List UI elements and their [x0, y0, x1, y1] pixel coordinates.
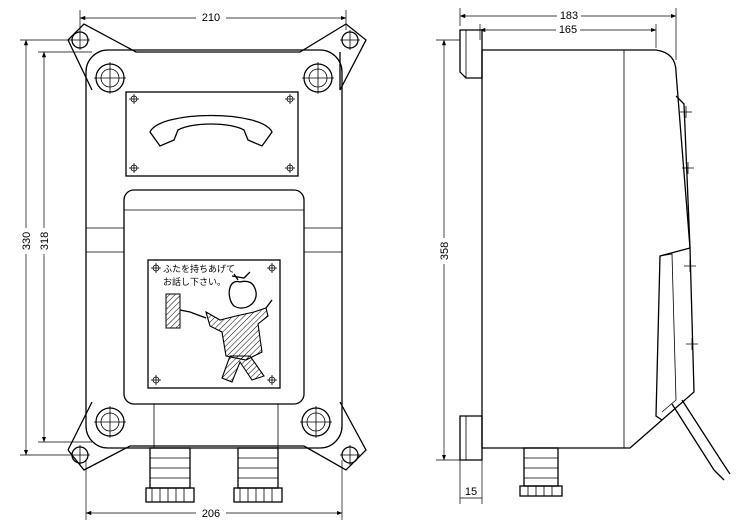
body-screw-top-left [94, 62, 126, 94]
dim-text-206: 206 [202, 508, 220, 520]
flange-hole-bottom-right [340, 445, 360, 465]
dim-text-165: 165 [559, 24, 577, 36]
dimension-front-width-top: 210 [79, 10, 347, 30]
flange-hole-top-left [70, 30, 90, 50]
person-pictogram-icon [165, 271, 273, 383]
body-screw-bottom-right [300, 406, 332, 438]
dim-text-210: 210 [202, 12, 220, 24]
side-housing-outline [481, 49, 695, 449]
side-flange-top [459, 29, 483, 79]
label-screws [151, 263, 277, 385]
cable-gland-right [233, 447, 283, 503]
side-cover-inner [659, 253, 677, 413]
dim-text-15: 15 [465, 486, 477, 498]
side-cable-gland [519, 447, 563, 497]
handset-plate [125, 91, 299, 177]
side-hinge-screws [680, 106, 698, 350]
dimension-front-height-inner: 318 [34, 51, 92, 443]
side-view: 183 165 358 15 [434, 8, 731, 504]
flange-hole-top-right [340, 30, 360, 50]
dimension-side-depth-total: 183 [459, 8, 677, 60]
side-cover-profile [655, 95, 691, 421]
instruction-label [147, 259, 281, 389]
dim-text-358: 358 [439, 242, 451, 260]
mounting-flange-top [67, 23, 367, 91]
dim-text-330: 330 [21, 232, 33, 250]
label-text-line2: お話し下さい。 [163, 276, 226, 288]
side-flange-bottom [459, 415, 483, 461]
dimension-front-height-outer: 330 [16, 39, 70, 456]
dimension-front-width-bottom: 206 [85, 460, 343, 520]
telephone-handset-icon [149, 114, 273, 147]
dimension-side-depth-body: 165 [479, 22, 657, 48]
handset-cover [123, 189, 305, 405]
flange-hole-bottom-left [70, 445, 90, 465]
label-text-line1: ふたを持ちあげて [163, 263, 235, 275]
housing-outline [85, 49, 343, 449]
dimension-side-foot: 15 [459, 460, 483, 504]
front-view: ふたを持ちあげて お話し下さい。 [16, 10, 367, 520]
dim-text-183: 183 [560, 10, 578, 22]
dim-text-318: 318 [39, 232, 51, 250]
dimension-side-height: 358 [434, 39, 460, 461]
body-screw-bottom-left [94, 406, 126, 438]
handset-cord [671, 399, 723, 471]
housing-belt [86, 227, 342, 253]
plate-screws [129, 94, 295, 173]
cord-end [713, 461, 731, 481]
gland-boss [153, 404, 279, 448]
cable-gland-left [145, 447, 195, 503]
body-screw-top-right [302, 62, 334, 94]
